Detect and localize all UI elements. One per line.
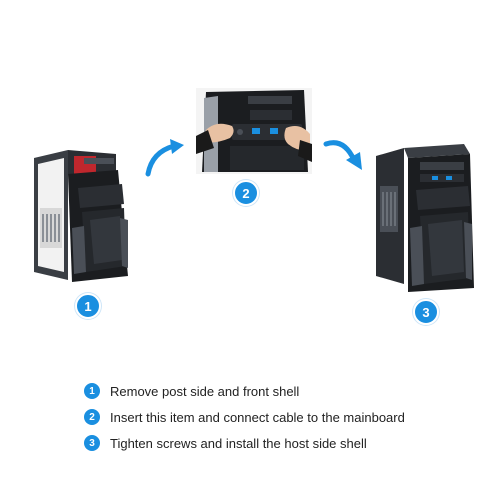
step-number-1: 1 bbox=[84, 383, 100, 399]
step-number-3: 3 bbox=[84, 435, 100, 451]
list-item: 1 Remove post side and front shell bbox=[84, 378, 484, 404]
arrow-right-up-icon bbox=[145, 139, 184, 177]
hands-installing-panel-icon bbox=[196, 88, 312, 174]
pc-case-assembled-icon bbox=[376, 144, 474, 292]
arrow-right-down-icon bbox=[323, 140, 362, 170]
figure-badge-3: 3 bbox=[413, 299, 439, 325]
figure-badge-2: 2 bbox=[233, 180, 259, 206]
step-list: 1 Remove post side and front shell 2 Ins… bbox=[84, 378, 484, 456]
step-number-2: 2 bbox=[84, 409, 100, 425]
list-item: 3 Tighten screws and install the host si… bbox=[84, 430, 484, 456]
list-item: 2 Insert this item and connect cable to … bbox=[84, 404, 484, 430]
step-text-3: Tighten screws and install the host side… bbox=[110, 435, 367, 451]
pc-case-open-icon bbox=[34, 150, 128, 282]
figure-badge-1: 1 bbox=[75, 293, 101, 319]
step-text-1: Remove post side and front shell bbox=[110, 383, 300, 399]
step-text-2: Insert this item and connect cable to th… bbox=[110, 409, 405, 425]
